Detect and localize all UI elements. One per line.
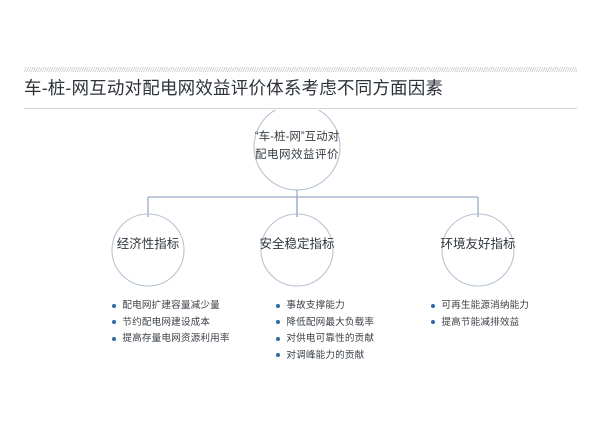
decorative-hatch-band (24, 67, 577, 72)
list-item: 可再生能源消纳能力 (431, 298, 581, 315)
page-title-container: 车-桩-网互动对配电网效益评价体系考虑不同方面因素 (24, 76, 577, 100)
branch-label-environment: 环境友好指标 (440, 237, 516, 251)
list-item: 节约配电网建设成本 (112, 315, 257, 332)
branch-label-economic: 经济性指标 (116, 237, 180, 251)
list-item-label: 对调峰能力的贡献 (286, 349, 365, 361)
bullet-dot-icon (112, 320, 117, 325)
list-item: 提高节能减排效益 (431, 315, 581, 332)
list-item-label: 降低配网最大负载率 (286, 316, 375, 328)
bullet-dot-icon (276, 336, 281, 341)
branch-node-circle-3 (441, 213, 515, 287)
bullet-dot-icon (112, 303, 117, 308)
list-item-label: 配电网扩建容量减少量 (122, 300, 220, 311)
root-node-label-line2: 配电网效益评价 (255, 149, 339, 161)
list-item: 对供电可靠性的贡献 (276, 331, 421, 348)
list-item: 对调峰能力的贡献 (276, 348, 421, 365)
branch-node-circle-1 (111, 213, 185, 287)
page-title: 车-桩-网互动对配电网效益评价体系考虑不同方面因素 (24, 78, 444, 98)
list-item-label: 对供电可靠性的贡献 (286, 333, 375, 344)
hierarchy-diagram: “车-桩-网”互动对 配电网效益评价 经济性指标 安全稳定指标 环境友好指标 配… (0, 110, 600, 400)
bullet-list-environment: 可再生能源消纳能力 提高节能减排效益 (431, 298, 581, 331)
list-item-label: 提高存量电网资源利用率 (122, 333, 230, 344)
list-item-label: 事故支撑能力 (286, 300, 345, 311)
list-item-label: 可再生能源消纳能力 (441, 300, 530, 311)
branch-node-circle-2 (260, 213, 334, 287)
root-node-label-line1: “车-桩-网”互动对 (254, 131, 340, 143)
title-divider (24, 108, 577, 109)
list-item: 提高存量电网资源利用率 (112, 331, 257, 348)
list-item-label: 提高节能减排效益 (441, 316, 520, 328)
bullet-dot-icon (276, 303, 281, 308)
bullet-dot-icon (276, 353, 281, 358)
bullet-dot-icon (276, 320, 281, 325)
bullet-dot-icon (112, 336, 117, 341)
bullet-dot-icon (431, 303, 436, 308)
branch-label-safety: 安全稳定指标 (259, 237, 335, 251)
diagram-connectors-svg (111, 110, 515, 287)
list-item: 降低配网最大负载率 (276, 315, 421, 332)
bullet-dot-icon (431, 320, 436, 325)
list-item: 事故支撑能力 (276, 298, 421, 315)
list-item-label: 节约配电网建设成本 (122, 316, 211, 328)
bullet-list-safety: 事故支撑能力 降低配网最大负载率 对供电可靠性的贡献 对调峰能力的贡献 (276, 298, 421, 364)
bullet-list-economic: 配电网扩建容量减少量 节约配电网建设成本 提高存量电网资源利用率 (112, 298, 257, 348)
list-item: 配电网扩建容量减少量 (112, 298, 257, 315)
root-node-label: “车-桩-网”互动对 配电网效益评价 (213, 128, 381, 164)
